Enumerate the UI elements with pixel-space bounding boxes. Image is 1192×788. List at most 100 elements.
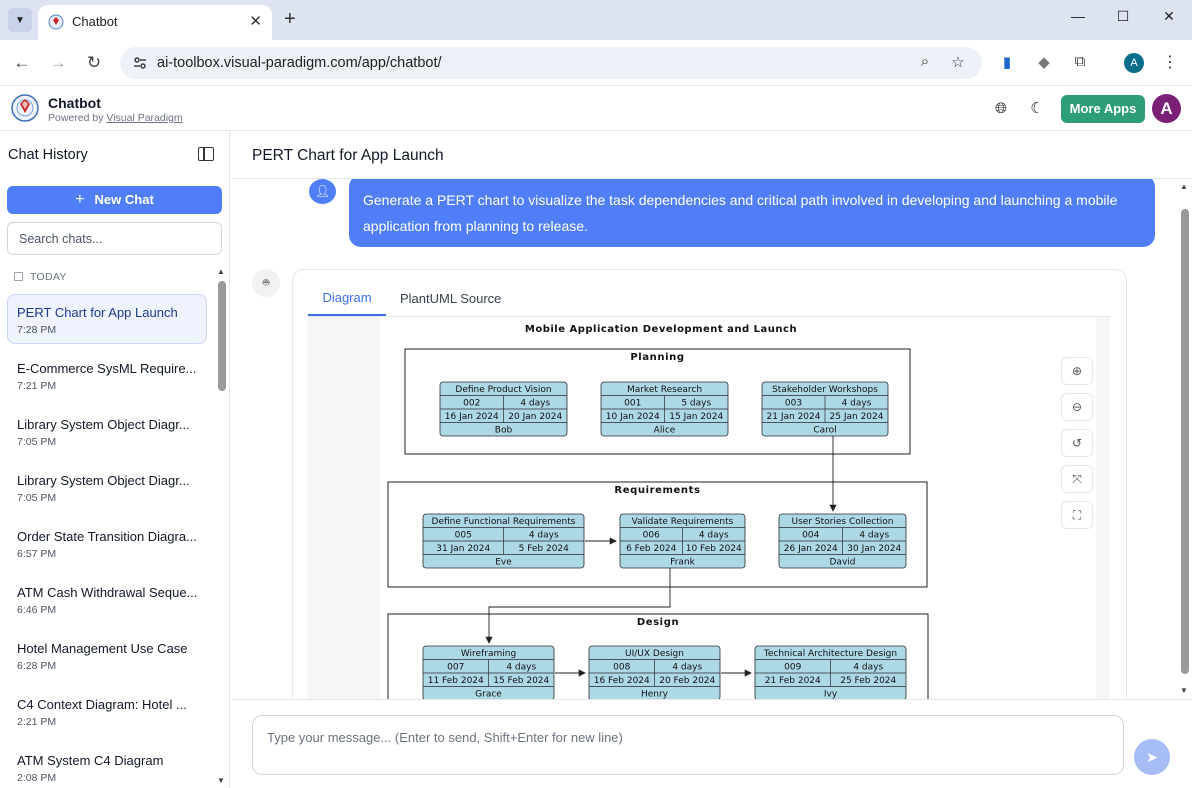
zoom-out-icon[interactable]: ⊖: [1061, 393, 1093, 421]
sidebar-toggle-icon[interactable]: [198, 147, 214, 161]
fullscreen-icon[interactable]: ⛶: [1061, 501, 1093, 529]
chat-item-time: 6:28 PM: [17, 660, 57, 672]
browser-tab[interactable]: Chatbot ✕: [38, 5, 272, 40]
chat-item-time: 7:05 PM: [17, 436, 57, 448]
chatbot-favicon-icon: [48, 14, 64, 30]
reset-view-icon[interactable]: ↺: [1061, 429, 1093, 457]
today-label-text: TODAY: [30, 271, 67, 283]
task-end-date: 25 Feb 2024: [840, 676, 896, 686]
task-id: 008: [613, 663, 630, 673]
task-start-date: 16 Feb 2024: [594, 676, 650, 686]
chat-item[interactable]: Hotel Management Use Case 6:28 PM: [7, 630, 207, 680]
window-close-icon[interactable]: ✕: [1163, 8, 1175, 24]
browser-profile-avatar[interactable]: A: [1124, 53, 1144, 73]
tab-close-icon[interactable]: ✕: [249, 13, 262, 30]
chat-item-title: Library System Object Diagr...: [17, 473, 190, 488]
sidebar-scroll-up-icon[interactable]: ▲: [217, 267, 225, 276]
back-arrow-icon[interactable]: ←: [13, 53, 31, 72]
zoom-icon[interactable]: ⌕: [920, 53, 930, 70]
task-name: Define Functional Requirements: [432, 517, 576, 527]
bot-response-card: Diagram PlantUML Source Mobile Applicati…: [292, 269, 1127, 699]
task-id: 005: [455, 531, 472, 541]
chat-messages: 👤︎ Generate a PERT chart to visualize th…: [231, 179, 1192, 699]
user-avatar[interactable]: A: [1152, 94, 1181, 123]
task-owner: Eve: [495, 558, 512, 568]
message-composer: ➤: [231, 699, 1192, 788]
task-duration: 4 days: [842, 399, 872, 409]
task-name: Stakeholder Workshops: [772, 385, 878, 395]
calendar-icon: [14, 272, 23, 281]
task-start-date: 21 Jan 2024: [767, 412, 821, 422]
message-input[interactable]: [252, 715, 1124, 775]
task-name: Technical Architecture Design: [763, 649, 897, 659]
sidebar-scroll-down-icon[interactable]: ▼: [217, 776, 225, 785]
pert-diagram: Mobile Application Development and Launc…: [380, 317, 1096, 699]
main-scroll-down-icon[interactable]: ▼: [1180, 686, 1188, 695]
group-box-design: [387, 613, 929, 699]
task-id: 006: [643, 531, 660, 541]
zoom-in-icon[interactable]: ⊕: [1061, 357, 1093, 385]
sidebar-scrollbar-thumb[interactable]: [218, 281, 226, 391]
tab-diagram[interactable]: Diagram: [308, 290, 386, 316]
main-scrollbar-thumb[interactable]: [1181, 209, 1189, 674]
new-chat-button[interactable]: +New Chat: [7, 186, 222, 214]
browser-menu-icon[interactable]: ⋮: [1162, 54, 1178, 71]
new-tab-icon[interactable]: +: [284, 8, 296, 30]
group-box-planning: [404, 348, 911, 455]
browser-tab-bar: ▼ Chatbot ✕ + — ☐ ✕: [0, 0, 1192, 40]
task-start-date: 26 Jan 2024: [784, 544, 838, 554]
task-owner: Carol: [813, 426, 836, 436]
chat-item[interactable]: ATM Cash Withdrawal Seque... 6:46 PM: [7, 574, 207, 624]
dependency-arrow: [485, 568, 671, 644]
chat-item[interactable]: C4 Context Diagram: Hotel ... 2:21 PM: [7, 686, 207, 736]
chat-item[interactable]: ATM System C4 Diagram 2:08 PM: [7, 742, 207, 788]
forward-arrow-icon[interactable]: →: [49, 53, 67, 72]
minimize-icon[interactable]: —: [1071, 8, 1085, 24]
task-name: UI/UX Design: [625, 649, 684, 659]
chat-item[interactable]: E-Commerce SysML Require... 7:21 PM: [7, 350, 207, 400]
maximize-icon[interactable]: ☐: [1116, 8, 1130, 24]
chat-item[interactable]: Library System Object Diagr... 7:05 PM: [7, 462, 207, 512]
search-chats-input[interactable]: [7, 222, 222, 255]
task-id: 001: [624, 399, 641, 409]
reload-icon[interactable]: ↻: [86, 53, 102, 72]
bookmark-star-icon[interactable]: ☆: [951, 54, 965, 71]
powered-by-label: Powered by: [48, 112, 104, 124]
tab-search-chevron-icon[interactable]: ▼: [8, 8, 32, 32]
send-button[interactable]: ➤: [1134, 739, 1170, 775]
address-bar-row: ← → ↻ ai-toolbox.visual-paradigm.com/app…: [0, 40, 1192, 86]
task-start-date: 6 Feb 2024: [626, 544, 677, 554]
site-settings-icon[interactable]: [132, 55, 148, 71]
bot-avatar-icon: 🤖︎: [252, 269, 280, 297]
dark-mode-moon-icon[interactable]: ☾: [1030, 100, 1044, 117]
task-duration: 4 days: [859, 531, 889, 541]
chat-item[interactable]: Library System Object Diagr... 7:05 PM: [7, 406, 207, 456]
url-text[interactable]: ai-toolbox.visual-paradigm.com/app/chatb…: [157, 55, 442, 71]
diagram-title: Mobile Application Development and Launc…: [525, 324, 797, 335]
omnibox[interactable]: ai-toolbox.visual-paradigm.com/app/chatb…: [120, 47, 982, 79]
task-duration: 4 days: [699, 531, 729, 541]
chat-item-time: 6:46 PM: [17, 604, 57, 616]
group-label: Design: [637, 617, 679, 628]
task-id: 004: [802, 531, 819, 541]
task-end-date: 15 Feb 2024: [493, 676, 549, 686]
fit-to-screen-icon[interactable]: ⤧: [1061, 465, 1093, 493]
visual-paradigm-link[interactable]: Visual Paradigm: [106, 112, 183, 124]
chat-item-time: 2:21 PM: [17, 716, 57, 728]
extensions-puzzle-icon[interactable]: ⧉: [1074, 53, 1086, 70]
chat-item[interactable]: Order State Transition Diagra... 6:57 PM: [7, 518, 207, 568]
task-id: 003: [785, 399, 802, 409]
tab-plantuml-source[interactable]: PlantUML Source: [400, 291, 502, 306]
extension-shield-icon[interactable]: ◆: [1038, 54, 1050, 71]
chat-item-title: E-Commerce SysML Require...: [17, 361, 197, 376]
send-plane-icon: ➤: [1146, 748, 1158, 765]
task-end-date: 5 Feb 2024: [519, 544, 570, 554]
more-apps-button[interactable]: More Apps: [1061, 95, 1145, 123]
globe-icon[interactable]: 🌐︎: [994, 100, 1007, 117]
chat-item-pert-chart[interactable]: PERT Chart for App Launch 7:28 PM: [7, 294, 207, 344]
extension-doc-icon[interactable]: ▮: [1002, 54, 1012, 71]
chat-item-title: PERT Chart for App Launch: [17, 305, 178, 320]
diagram-viewer[interactable]: Mobile Application Development and Launc…: [307, 316, 1110, 699]
task-owner: Grace: [475, 690, 502, 700]
main-scroll-up-icon[interactable]: ▲: [1180, 182, 1188, 191]
